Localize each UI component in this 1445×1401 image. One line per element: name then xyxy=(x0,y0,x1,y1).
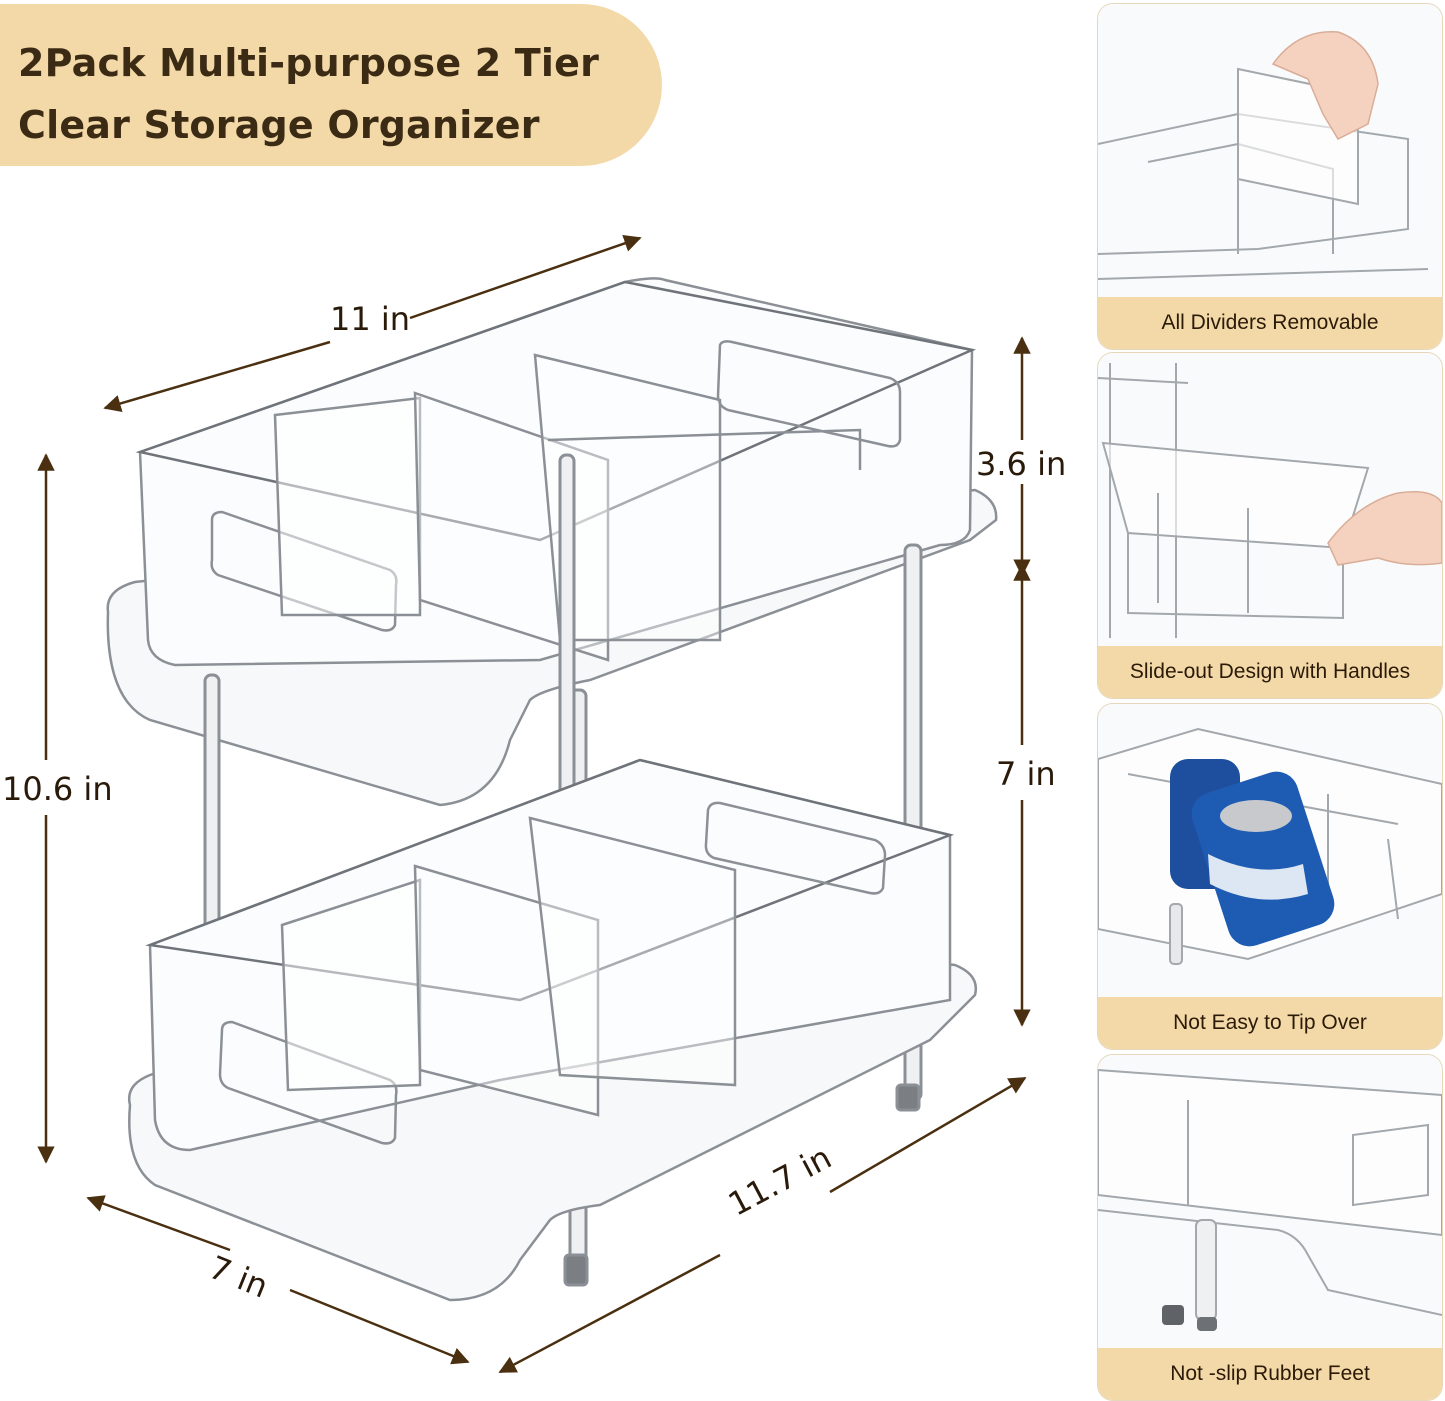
feature-panel-feet: Not -slip Rubber Feet xyxy=(1097,1054,1443,1401)
feature-panel-slideout: Slide-out Design with Handles xyxy=(1097,352,1443,699)
bottom-tier xyxy=(127,758,978,1302)
slideout-photo xyxy=(1098,353,1442,648)
caption-dividers: All Dividers Removable xyxy=(1098,297,1442,349)
caption-stability: Not Easy to Tip Over xyxy=(1098,997,1442,1049)
top-tier xyxy=(106,277,998,807)
feature-panel-stability: Not Easy to Tip Over xyxy=(1097,703,1443,1050)
soda-cans xyxy=(1170,759,1335,947)
dim-lower-height: 7 in xyxy=(996,755,1056,793)
dim-top-height: 3.6 in xyxy=(976,445,1067,483)
caption-feet: Not -slip Rubber Feet xyxy=(1098,1348,1442,1400)
feature-panel-dividers: All Dividers Removable xyxy=(1097,3,1443,350)
title-banner: 2Pack Multi-purpose 2 Tier Clear Storage… xyxy=(0,4,662,166)
page-title: 2Pack Multi-purpose 2 Tier Clear Storage… xyxy=(18,32,599,156)
rubber-feet-photo xyxy=(1098,1055,1442,1350)
dim-top-width: 11 in xyxy=(330,300,411,338)
caption-slideout: Slide-out Design with Handles xyxy=(1098,646,1442,698)
title-line-2: Clear Storage Organizer xyxy=(18,103,540,147)
stability-photo xyxy=(1098,704,1442,999)
dividers-photo xyxy=(1098,4,1442,299)
organizer-illustration: 11 in 3.6 in 10.6 in 7 in 11.7 in 7 in xyxy=(0,170,1085,1401)
dim-total-height: 10.6 in xyxy=(2,770,113,808)
title-line-1: 2Pack Multi-purpose 2 Tier xyxy=(18,41,600,85)
dimension-lines xyxy=(37,234,1031,1374)
